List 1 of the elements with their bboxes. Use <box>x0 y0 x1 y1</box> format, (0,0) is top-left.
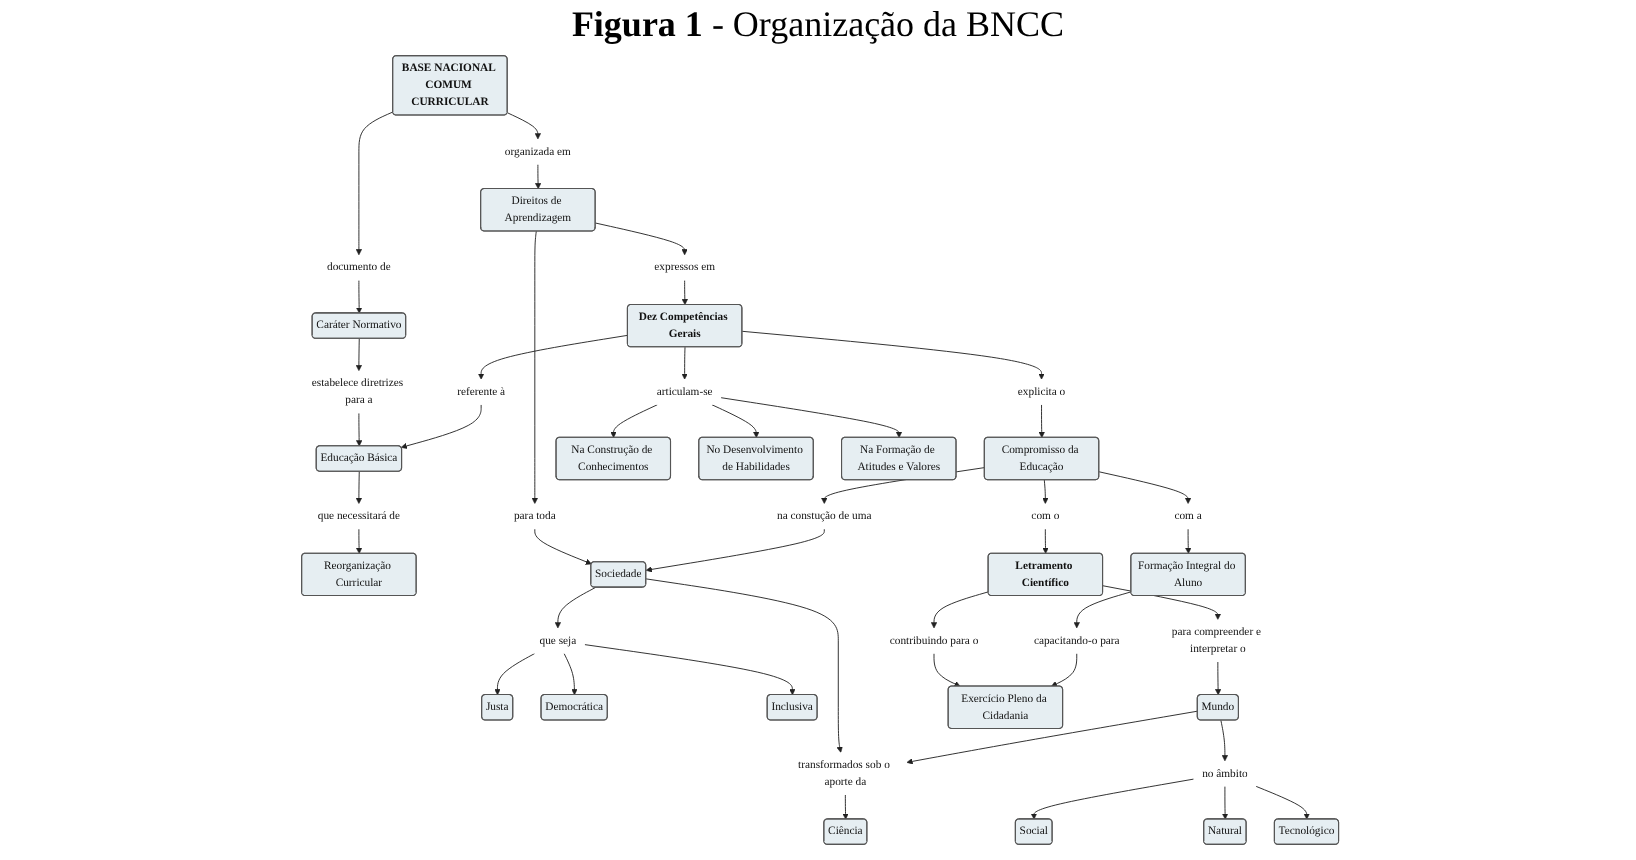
figure-title: Figura 1 - Organização da BNCC <box>571 4 1065 46</box>
